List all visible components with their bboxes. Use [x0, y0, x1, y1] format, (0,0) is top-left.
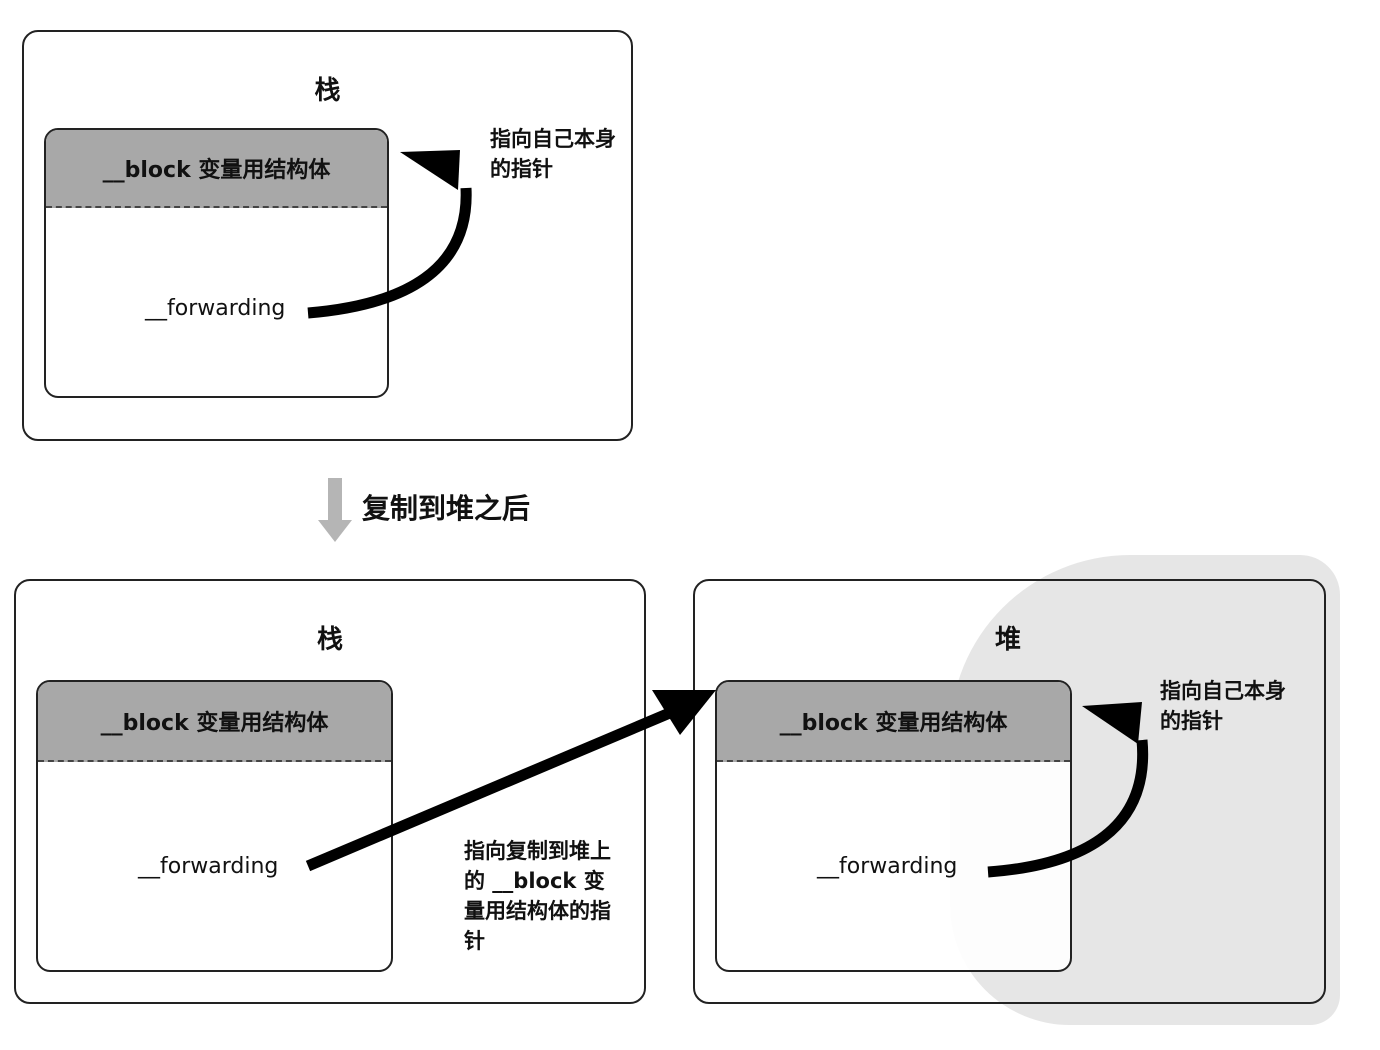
heap-region: 堆: [693, 579, 1326, 1004]
heap-forwarding-label: __forwarding: [817, 854, 958, 879]
bottom-stack-forwarding-label: __forwarding: [138, 854, 279, 879]
top-stack-title: 栈: [314, 76, 341, 106]
heap-self-pointer-arrowhead: [1082, 702, 1142, 744]
top-self-pointer-arrowhead: [400, 150, 460, 190]
top-self-pointer-note: 指向自己本身的指针: [490, 124, 618, 184]
heap-pointer-note: 指向复制到堆上 的 __block 变量用结构体的指针: [464, 836, 624, 956]
down-transition-arrow: [318, 478, 352, 542]
heap-self-pointer-note: 指向自己本身的指针: [1160, 676, 1290, 736]
top-block-struct: __block 变量用结构体: [44, 128, 389, 398]
heap-block-struct: __block 变量用结构体: [715, 680, 1072, 972]
top-note-text: 指向自己本身的指针: [490, 127, 616, 181]
copy-to-heap-label: 复制到堆之后: [362, 492, 531, 525]
heap-pointer-note-text: 指向复制到堆上 的 __block 变量用结构体的指针: [464, 839, 611, 953]
heap-title: 堆: [995, 625, 1022, 655]
stack-to-heap-arrowhead: [652, 690, 716, 735]
top-self-pointer-arrow: [307, 187, 472, 319]
top-forwarding-label: __forwarding: [145, 296, 286, 321]
bottom-stack-title: 栈: [316, 625, 343, 655]
bottom-stack-struct-header: __block 变量用结构体: [38, 682, 391, 762]
stack-to-heap-arrow: [305, 706, 675, 872]
heap-self-note-text: 指向自己本身的指针: [1160, 679, 1286, 733]
heap-self-pointer-arrow: [987, 739, 1149, 878]
heap-struct-header: __block 变量用结构体: [717, 682, 1070, 762]
top-struct-header: __block 变量用结构体: [46, 130, 387, 208]
bottom-stack-block-struct: __block 变量用结构体: [36, 680, 393, 972]
